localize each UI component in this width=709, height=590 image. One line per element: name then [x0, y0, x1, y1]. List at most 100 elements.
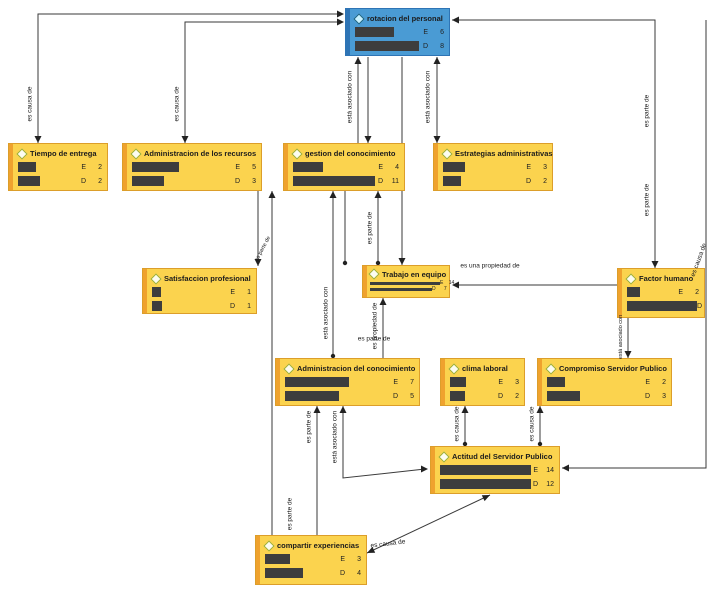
relation-label[interactable]: es parte de	[643, 183, 651, 217]
relation-label[interactable]: es parte de	[286, 497, 294, 531]
groundedness-bar	[450, 377, 466, 387]
node-title-row: Factor humano	[625, 272, 699, 285]
relation-label[interactable]: es parte de	[357, 335, 391, 343]
edge-line[interactable]	[452, 19, 656, 268]
node-label: Administracion del conocimiento	[297, 364, 416, 373]
groundedness-value: 3	[543, 163, 547, 171]
density-row: D11	[627, 299, 702, 313]
node-label: gestion del conocimiento	[305, 149, 396, 158]
node-accent-strip	[143, 269, 147, 313]
density-value: 8	[440, 42, 444, 50]
relation-label[interactable]: es causa de	[453, 406, 461, 442]
groundedness-letter: E	[81, 163, 86, 171]
node-accent-strip	[431, 447, 435, 493]
node-label: Tiempo de entrega	[30, 149, 97, 158]
relation-label[interactable]: es causa de	[173, 86, 181, 122]
edge-line[interactable]	[562, 20, 707, 469]
edge-line[interactable]	[184, 21, 341, 143]
groundedness-value: 2	[98, 163, 102, 171]
edge-line[interactable]	[366, 494, 491, 554]
node-title-row: Administracion de los recursos	[130, 147, 256, 160]
code-diamond-icon	[16, 147, 28, 160]
node-title-row: Trabajo en equipo	[368, 268, 446, 280]
groundedness-bar	[627, 287, 640, 297]
relation-label[interactable]: es parte de	[305, 410, 313, 444]
code-diamond-icon	[263, 539, 275, 552]
groundedness-letter: E	[235, 163, 240, 171]
node-title-row: Administracion del conocimiento	[283, 362, 416, 375]
edge-line[interactable]	[37, 13, 341, 143]
relation-label[interactable]: está asociado con	[424, 70, 432, 124]
density-letter: D	[339, 569, 345, 577]
groundedness-value: 7	[410, 378, 414, 386]
density-value: 5	[410, 392, 414, 400]
groundedness-letter: E	[230, 288, 235, 296]
relation-label[interactable]: es una propiedad de	[460, 262, 520, 270]
code-node-factor-humano[interactable]: Factor humanoE2D11	[617, 268, 705, 318]
groundedness-value: 4	[395, 163, 399, 171]
node-accent-strip	[284, 144, 288, 190]
code-diamond-icon	[368, 268, 380, 280]
relation-label[interactable]: está asociado con	[331, 410, 339, 464]
code-diamond-icon	[150, 272, 162, 285]
node-label: Estrategias administrativas	[455, 149, 553, 158]
groundedness-letter: E	[678, 288, 683, 296]
density-letter: D	[497, 392, 503, 400]
density-letter: D	[422, 42, 428, 50]
edge-line[interactable]	[342, 406, 426, 479]
code-diamond-icon	[130, 147, 142, 160]
node-accent-strip	[441, 359, 445, 405]
relation-label[interactable]: es parte de	[366, 211, 374, 245]
groundedness-letter: E	[526, 163, 531, 171]
node-label: rotacion del personal	[367, 14, 443, 23]
node-accent-strip	[346, 9, 350, 55]
relation-label[interactable]: es causa de	[26, 86, 34, 122]
node-title-row: Tiempo de entrega	[16, 147, 102, 160]
relation-label[interactable]: está asociado con	[346, 70, 354, 124]
relation-label[interactable]: es parte de	[643, 94, 651, 128]
groundedness-value: 3	[515, 378, 519, 386]
density-value: 12	[546, 480, 554, 488]
relation-label[interactable]: es causa de	[528, 406, 536, 442]
density-value: 1	[247, 302, 251, 310]
groundedness-bar	[547, 377, 565, 387]
node-accent-strip	[618, 269, 622, 317]
relation-label[interactable]: está asociado con	[322, 286, 330, 340]
relation-label[interactable]: está asociado con	[618, 314, 624, 360]
node-label: compartir experiencias	[277, 541, 360, 550]
node-title-row: compartir experiencias	[263, 539, 361, 552]
node-label: Actitud del Servidor Publico	[452, 452, 553, 461]
groundedness-bar	[285, 377, 349, 387]
groundedness-bar	[370, 281, 440, 285]
groundedness-value: 14	[448, 280, 455, 286]
density-bar	[285, 391, 339, 401]
node-title-row: gestion del conocimiento	[291, 147, 399, 160]
groundedness-letter: E	[440, 280, 444, 286]
groundedness-letter: E	[423, 28, 428, 36]
